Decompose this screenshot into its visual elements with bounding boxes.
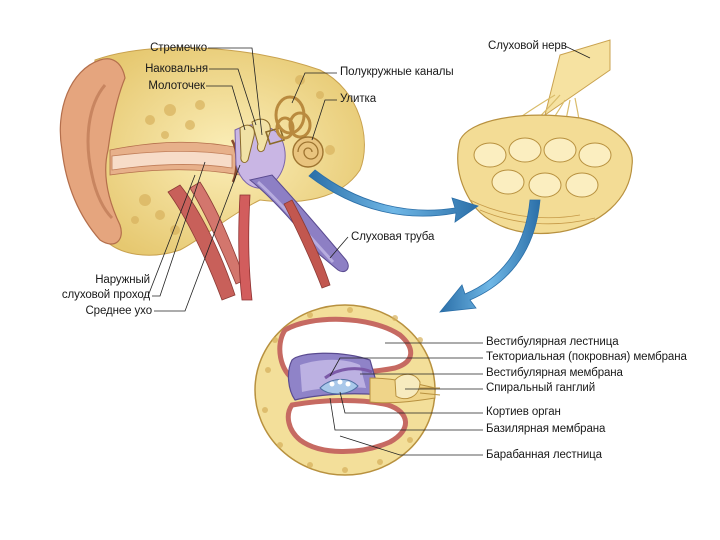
tectorial-membrane (324, 367, 373, 380)
nerve-trunk (544, 39, 611, 117)
organ-of-corti (319, 379, 359, 395)
semicircular-canals (274, 95, 312, 140)
leader-lines (147, 45, 591, 456)
arrow-to-nerve (308, 169, 479, 223)
hammer-bone (239, 124, 255, 164)
muscle-1 (167, 184, 236, 301)
muscle-2 (189, 181, 246, 285)
auricle (59, 58, 126, 245)
label-outer-canal-line2: слуховой проход (61, 289, 150, 301)
label-spiral-ganglion: Спиральный ганглий (486, 382, 596, 394)
label-cochlea: Улитка (340, 93, 377, 105)
muscle-3 (283, 199, 331, 289)
cochlea (292, 136, 324, 168)
cochlear-duct-section (254, 304, 441, 476)
ear-cross-section (59, 47, 365, 301)
label-semicircular-canals: Полукружные каналы (340, 66, 454, 78)
cochlea-section-chambers (473, 137, 612, 198)
label-eustachian-tube: Слуховая труба (351, 231, 435, 243)
label-basilar-membrane: Базилярная мембрана (486, 423, 606, 435)
label-organ-of-corti: Кортиев орган (486, 406, 561, 418)
auricle-fold (86, 84, 114, 220)
stirrup-bone (264, 127, 286, 145)
outer-auditory-canal (111, 150, 233, 171)
label-auditory-nerve: Слуховой нерв (488, 40, 567, 52)
ossicles (239, 118, 286, 164)
label-outer-canal-line1: Наружный (95, 274, 150, 286)
scala-tympani (285, 398, 408, 454)
nerve-fibers-out (419, 387, 441, 396)
label-vestibular-membrane: Вестибулярная мембрана (486, 367, 623, 379)
spiral-ganglion (394, 373, 421, 400)
label-hammer: Молоточек (148, 80, 205, 92)
anvil-bone (251, 118, 271, 153)
label-stirrup: Стремечко (150, 42, 207, 54)
label-scala-tympani: Барабанная лестница (486, 449, 602, 461)
label-anvil: Наковальня (145, 63, 208, 75)
blood-vessel (238, 194, 253, 301)
capsule-dots (262, 307, 423, 473)
auditory-nerve-section (457, 39, 633, 235)
label-scala-vestibuli: Вестибулярная лестница (486, 336, 619, 348)
arrow-to-duct (439, 199, 541, 313)
label-tectorial-membrane: Текториальная (покровная) мембрана (486, 351, 687, 363)
bone-texture (131, 75, 335, 235)
connection-arrows (308, 169, 541, 313)
label-middle-ear: Среднее ухо (85, 305, 152, 317)
